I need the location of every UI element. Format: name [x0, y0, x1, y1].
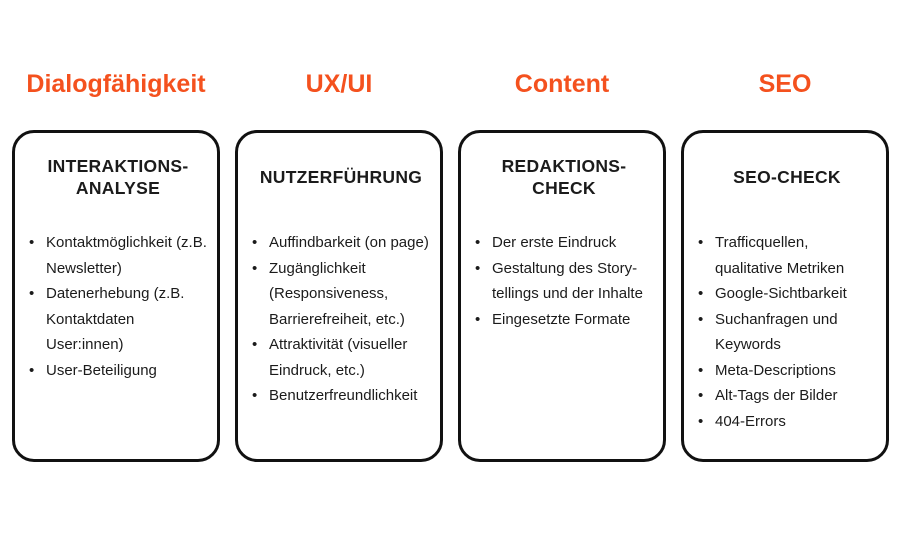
bullet-icon: •	[698, 285, 704, 302]
bullet-icon: •	[252, 336, 258, 353]
list-item: • Google-Sichtbarkeit	[698, 281, 876, 307]
bullet-icon: •	[475, 310, 481, 328]
list-item: • Alt-Tags der Bilder	[698, 383, 876, 409]
card-title: INTERAKTIONS- ANALYSE	[47, 156, 189, 198]
list-item: • Kontaktmöglichkeit (z.B. Newsletter)	[29, 230, 207, 281]
list-item: • User-Beteiligung	[29, 358, 207, 384]
card-title: NUTZERFÜHRUNG	[259, 167, 423, 187]
bullet-icon: •	[698, 234, 704, 251]
bullet-icon: •	[29, 234, 35, 251]
list-item-text: Eingesetzte Formate	[492, 310, 631, 328]
card: NUTZERFÜHRUNG •Auffindbarkeit (on page)•…	[235, 130, 443, 462]
list-item-text: Der erste Eindruck	[492, 234, 617, 251]
column: UX/UI NUTZERFÜHRUNG • Auffindbarkeit (on …	[235, 69, 443, 462]
columns-row: Dialogfähigkeit INTERAKTIONS- ANALYSE • K…	[12, 69, 889, 462]
bullet-icon: •	[29, 285, 35, 302]
list-item: • Benutzerfreundlichkeit	[252, 383, 430, 409]
bullet-icon: •	[475, 234, 481, 251]
list-item-text: Meta-Descriptions	[715, 361, 836, 379]
bullet-icon: •	[252, 234, 258, 251]
column: Dialogfähigkeit INTERAKTIONS- ANALYSE • K…	[12, 69, 220, 462]
card-list: • Kontaktmöglichkeit (z.B. Newsletter) • Da…	[29, 230, 207, 383]
column: SEO SEO-CHECK • Trafficquellen, qualitati…	[681, 69, 889, 462]
bullet-icon: •	[252, 259, 258, 277]
bullet-icon: •	[29, 361, 35, 379]
list-item-text: Kontaktmöglichkeit (z.B. Newsletter)	[46, 234, 207, 277]
list-item: • Attraktivität (visueller Eindruck, etc.…	[252, 332, 430, 383]
list-item-text: Datenerhebung (z.B. Kontaktdaten User:in…	[46, 285, 185, 353]
list-item: • Datenerhebung (z.B. Kontaktdaten User:i…	[29, 281, 207, 358]
card-title: REDAKTIONS- CHECK	[501, 156, 627, 198]
list-item-text: Zugänglichkeit (Responsiveness, Barriere…	[269, 259, 405, 328]
list-item-text: Auffindbarkeit (on page)	[269, 234, 429, 251]
list-item: • Eingesetzte Formate	[475, 307, 653, 333]
card: INTERAKTIONS- ANALYSE • Kontaktmöglichkei…	[12, 130, 220, 462]
list-item-text: Google-Sichtbarkeit	[715, 285, 847, 302]
bullet-icon: •	[698, 412, 704, 430]
list-item: • Suchanfragen und Keywords	[698, 307, 876, 358]
list-item-text: Suchanfragen und Keywords	[715, 310, 838, 354]
card-title: SEO-CHECK	[733, 167, 841, 187]
list-item: • Zugänglichkeit (Responsiveness, Barrier…	[252, 256, 430, 333]
list-item: • Gestaltung des Story-tellings und der I…	[475, 256, 653, 307]
list-item-text: User-Beteiligung	[46, 361, 157, 379]
list-item: • Meta-Descriptions	[698, 358, 876, 384]
card-list: • Der erste Eindruck • Gestaltung des Story…	[475, 230, 653, 332]
card: REDAKTIONS- CHECK • Der erste Eindruck • Ge…	[458, 130, 666, 462]
list-item-text: Alt-Tags der Bilder	[715, 387, 838, 404]
list-item-text: Trafficquellen, qualitative Metriken	[715, 234, 845, 277]
column-heading: UX/UI	[305, 70, 373, 98]
list-item: • Der erste Eindruck	[475, 230, 653, 256]
column-heading: Content	[514, 70, 610, 98]
card-list: • Auffindbarkeit (on page) • Zugänglichkeit…	[252, 230, 430, 409]
bullet-icon: •	[698, 361, 704, 379]
bullet-icon: •	[252, 387, 258, 404]
column: Content REDAKTIONS- CHECK • Der erste Ein…	[458, 69, 666, 462]
list-item-text: Gestaltung des Story-tellings und der In…	[492, 259, 643, 303]
column-heading: SEO	[758, 70, 812, 98]
list-item-text: 404-Errors	[715, 412, 786, 430]
list-item: • Auffindbarkeit (on page)	[252, 230, 430, 256]
bullet-icon: •	[698, 310, 704, 328]
bullet-icon: •	[475, 259, 481, 277]
bullet-icon: •	[698, 387, 704, 404]
list-item-text: Attraktivität (visueller Eindruck, etc.)	[269, 336, 408, 379]
card-list: • Trafficquellen, qualitative Metriken • Go…	[698, 230, 876, 434]
list-item-text: Benutzerfreundlichkeit	[269, 387, 418, 404]
column-heading: Dialogfähigkeit	[26, 70, 206, 98]
list-item: • 404-Errors	[698, 409, 876, 435]
card: SEO-CHECK • Trafficquellen, qualitative M…	[681, 130, 889, 462]
list-item: • Trafficquellen, qualitative Metriken	[698, 230, 876, 281]
